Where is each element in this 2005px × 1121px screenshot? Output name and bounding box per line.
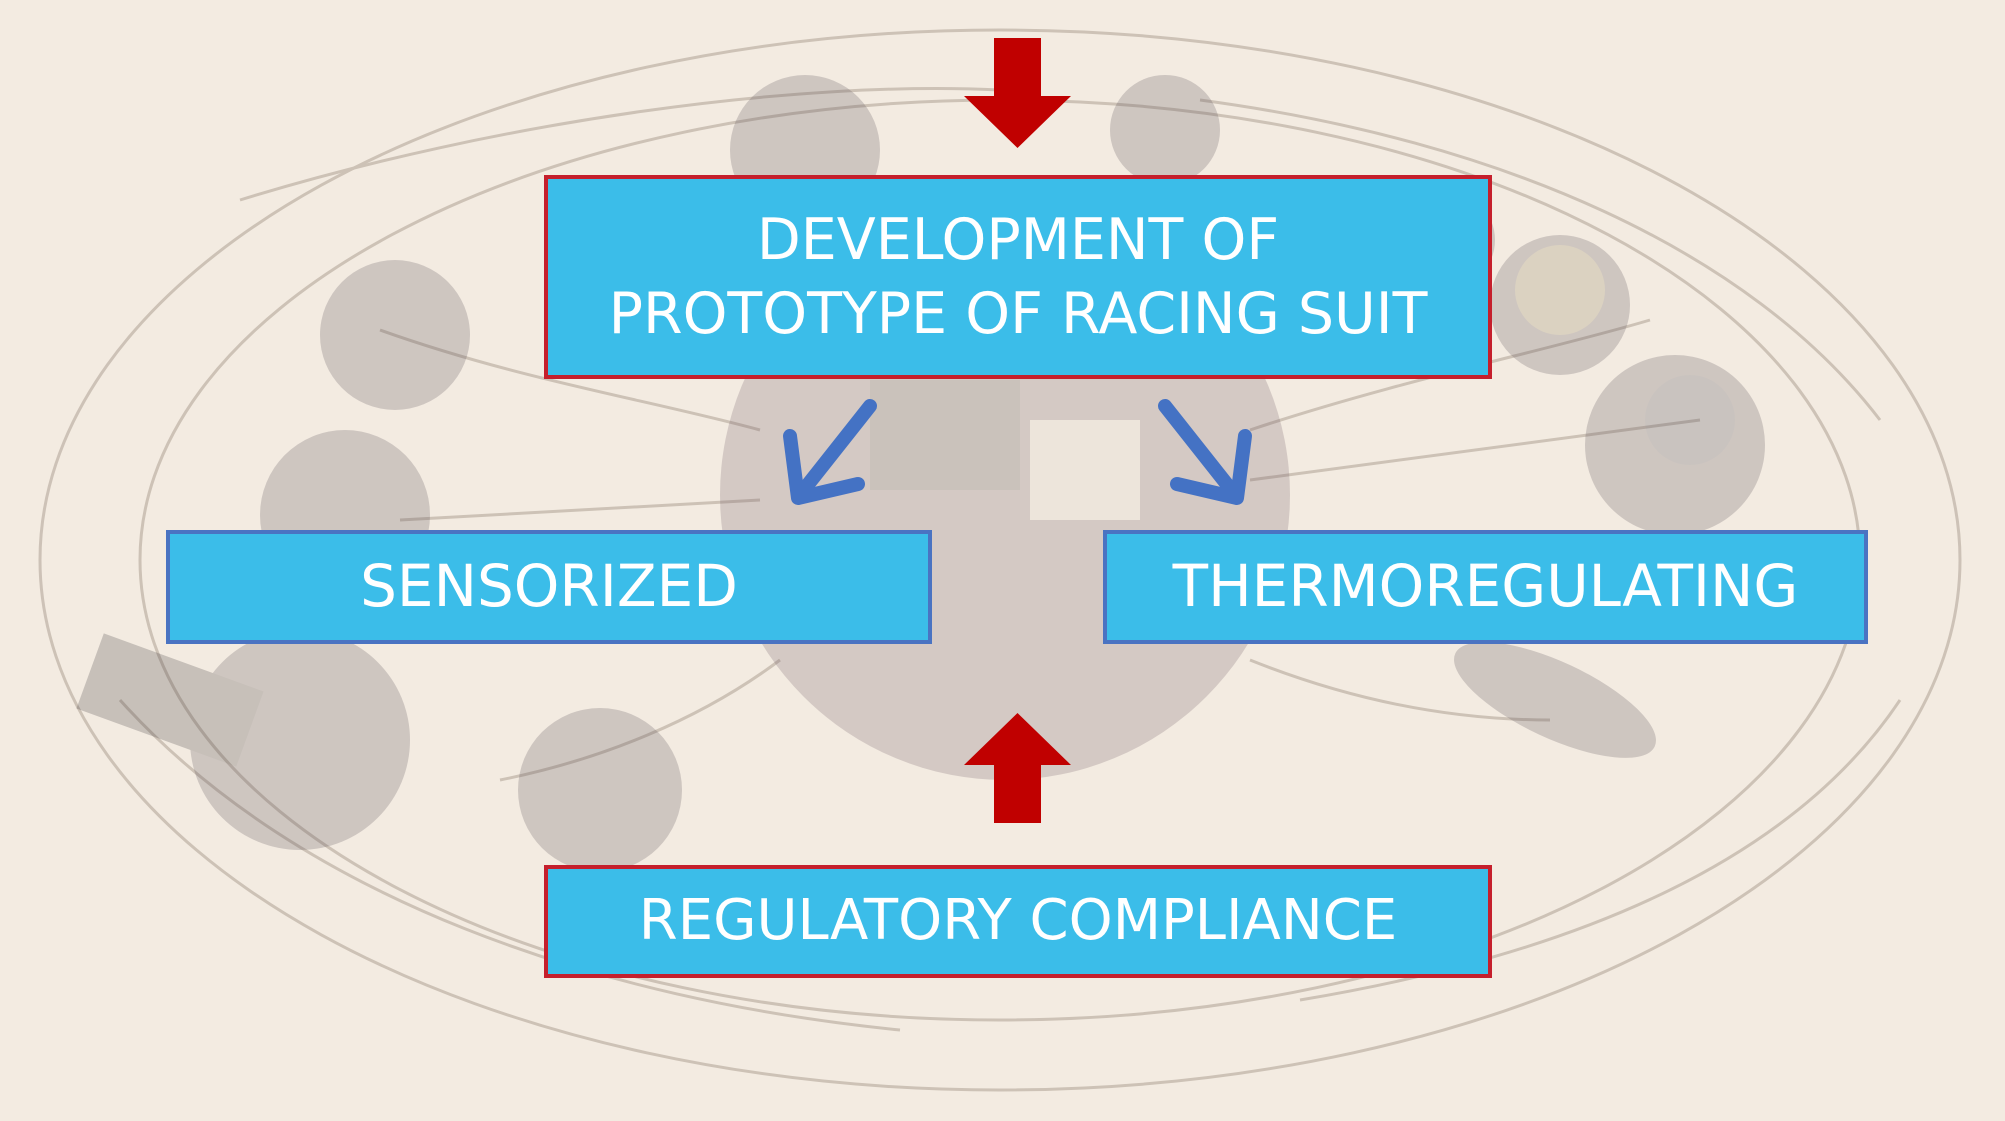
regulatory-compliance-label: REGULATORY COMPLIANCE bbox=[638, 888, 1398, 954]
development-label: DEVELOPMENT OF PROTOTYPE OF RACING SUIT bbox=[608, 206, 1428, 347]
sensorized-box: SENSORIZED bbox=[166, 530, 932, 644]
sensorized-label: SENSORIZED bbox=[360, 552, 738, 621]
arrow-up-icon bbox=[964, 713, 1071, 823]
arrow-down-left-icon bbox=[783, 399, 877, 505]
development-box: DEVELOPMENT OF PROTOTYPE OF RACING SUIT bbox=[544, 175, 1492, 379]
arrow-down-icon bbox=[964, 38, 1071, 148]
regulatory-compliance-box: REGULATORY COMPLIANCE bbox=[544, 865, 1492, 978]
thermoregulating-label: THERMOREGULATING bbox=[1172, 552, 1799, 621]
thermoregulating-box: THERMOREGULATING bbox=[1103, 530, 1868, 644]
arrow-down-right-icon bbox=[1158, 399, 1252, 505]
